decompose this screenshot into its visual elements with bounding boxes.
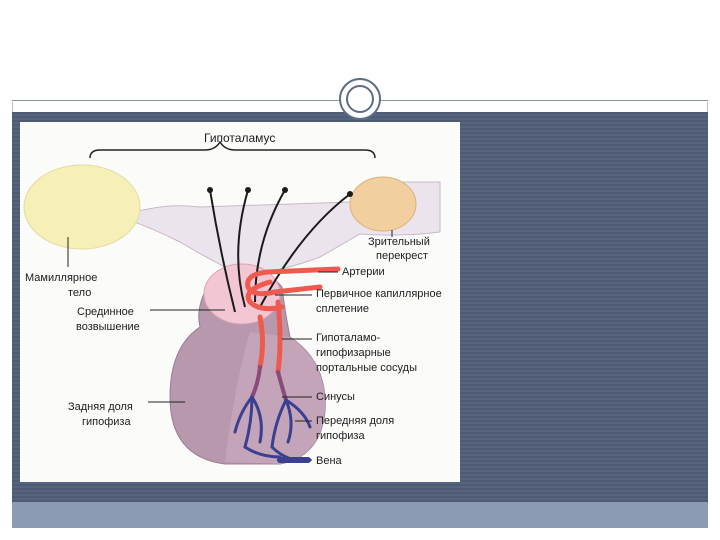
neuron-somata — [207, 187, 353, 197]
label-plexus-2: сплетение — [316, 303, 369, 315]
label-chiasm-2: перекрест — [376, 250, 428, 262]
sinuses-veins — [233, 395, 312, 462]
leader-lines — [67, 230, 393, 461]
label-portal-3: портальные сосуды — [316, 362, 417, 374]
label-arteries: Артерии — [342, 266, 385, 278]
pituitary-diagram: Гипоталамус Мамиллярное тело Срединное в… — [20, 122, 460, 482]
label-hypothalamus: Гипоталамус — [204, 131, 275, 145]
label-anterior-1: Передняя доля — [316, 415, 394, 427]
label-mamillary-1: Мамиллярное — [25, 272, 97, 284]
label-mamillary-2: тело — [68, 287, 91, 299]
optic-chiasm — [349, 176, 417, 232]
label-posterior-1: Задняя доля — [68, 401, 133, 413]
mamillary-body — [23, 164, 141, 250]
portal-to-sinus-gradient — [250, 365, 288, 402]
label-plexus-1: Первичное капиллярное — [316, 288, 442, 300]
label-portal-1: Гипоталамо- — [316, 332, 381, 344]
label-sinuses: Синусы — [316, 391, 355, 403]
hypothalamus-brace — [89, 140, 376, 159]
ring-ornament-icon — [339, 78, 381, 120]
label-median-1: Срединное — [77, 306, 134, 318]
pituitary-diagram-svg: Гипоталамус Мамиллярное тело Срединное в… — [23, 131, 442, 467]
label-anterior-2: гипофиза — [316, 430, 365, 442]
label-portal-2: гипофизарные — [316, 347, 391, 359]
label-posterior-2: гипофиза — [82, 416, 131, 428]
arteries — [245, 266, 341, 375]
label-chiasm-1: Зрительный — [368, 236, 430, 248]
label-vein: Вена — [316, 455, 343, 467]
footer-band — [12, 502, 708, 528]
label-median-2: возвышение — [76, 321, 140, 333]
